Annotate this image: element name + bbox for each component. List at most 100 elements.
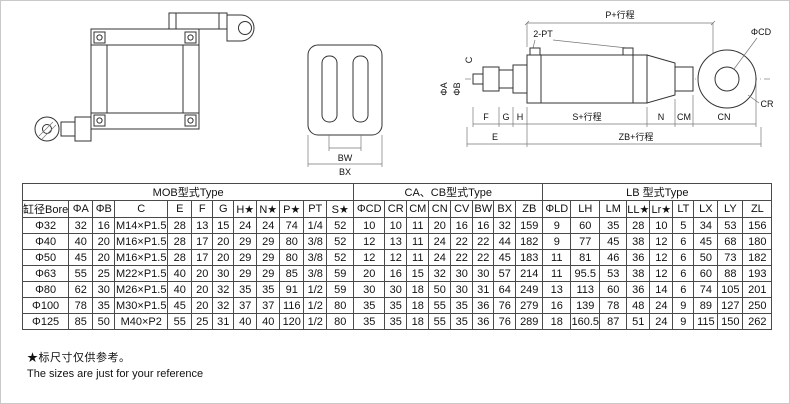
- table-cell: 10: [649, 217, 674, 234]
- table-cell: 55: [428, 313, 452, 330]
- table-cell: 11: [406, 249, 430, 266]
- table-cell: 76: [493, 313, 517, 330]
- table-cell: 20: [353, 265, 386, 282]
- table-cell: 74: [279, 217, 305, 234]
- column-header: CN: [428, 200, 452, 218]
- column-header: LL★: [626, 200, 651, 218]
- table-cell: 3/8: [303, 249, 328, 266]
- table-cell: 25: [191, 313, 214, 330]
- table-cell: 16: [92, 217, 116, 234]
- table-cell: 29: [233, 265, 258, 282]
- table-cell: 85: [279, 265, 305, 282]
- table-cell: 81: [570, 249, 601, 266]
- table-cell: 32: [68, 217, 94, 234]
- table-cell: 139: [570, 297, 601, 314]
- table-cell: 201: [742, 281, 773, 298]
- table-cell: 53: [717, 217, 744, 234]
- table-cell: 51: [626, 313, 651, 330]
- column-header: ΦLD: [542, 200, 572, 218]
- table-cell: 15: [406, 265, 430, 282]
- table-cell: 6: [672, 249, 695, 266]
- table-cell: 20: [92, 249, 116, 266]
- table-cell: 5: [672, 217, 695, 234]
- table-cell: 55: [167, 313, 193, 330]
- table-cell: 16: [384, 265, 408, 282]
- table-cell: 115: [693, 313, 719, 330]
- dim-s-stroke-label: S+行程: [572, 111, 601, 122]
- table-cell: 30: [353, 281, 386, 298]
- table-cell: 77: [570, 233, 601, 250]
- table-cell: 20: [212, 249, 235, 266]
- table-cell: 28: [167, 217, 193, 234]
- table-cell: 20: [212, 233, 235, 250]
- column-header: F: [191, 200, 214, 218]
- table-cell: 36: [626, 281, 651, 298]
- table-cell: 87: [599, 313, 628, 330]
- column-header: 缸径Bore: [21, 200, 70, 218]
- tie-rod-nuts: [93, 31, 197, 127]
- table-cell: 11: [542, 265, 572, 282]
- clevis-hole: [238, 21, 252, 35]
- table-cell: 60: [599, 281, 628, 298]
- column-header: Lr★: [649, 200, 674, 218]
- column-header: P★: [279, 200, 305, 218]
- dim-bw-label: BW: [338, 153, 353, 163]
- dim-f-label: F: [483, 112, 489, 122]
- table-cell: 45: [693, 233, 719, 250]
- table-cell: 180: [742, 233, 773, 250]
- table-cell: 38: [626, 265, 651, 282]
- dim-cm-label: CM: [677, 112, 691, 122]
- table-cell: 35: [384, 313, 408, 330]
- table-cell: 46: [599, 249, 628, 266]
- table-cell: 45: [68, 249, 94, 266]
- table-cell: 40: [167, 281, 193, 298]
- table-cell: 80: [279, 233, 305, 250]
- table-cell: 249: [515, 281, 544, 298]
- table-cell: 1/4: [303, 217, 328, 234]
- table-cell: 30: [92, 281, 116, 298]
- table-cell: 30: [472, 265, 495, 282]
- table-cell: 35: [599, 217, 628, 234]
- table-cell: 40: [68, 233, 94, 250]
- port-cap: [622, 47, 634, 56]
- dim-n-label: N: [658, 112, 665, 122]
- table-cell: 9: [542, 217, 572, 234]
- table-cell: 20: [92, 233, 116, 250]
- table-cell: 78: [599, 297, 628, 314]
- table-cell: 13: [384, 233, 408, 250]
- table-cell: 68: [717, 233, 744, 250]
- table-cell: Φ100: [21, 297, 70, 314]
- diagram-cylinder-front-view: [34, 12, 255, 142]
- table-cell: 29: [256, 265, 281, 282]
- table-cell: Φ40: [21, 233, 70, 250]
- table-cell: 37: [233, 297, 258, 314]
- clevis-eye-hole: [714, 66, 740, 92]
- table-cell: 29: [256, 233, 281, 250]
- table-cell: 12: [353, 233, 386, 250]
- table-cell: 10: [384, 217, 408, 234]
- table-cell: 12: [649, 249, 674, 266]
- table-cell: 59: [326, 281, 355, 298]
- table-cell: 80: [326, 297, 355, 314]
- column-header: C: [114, 200, 169, 218]
- table-cell: 193: [742, 265, 773, 282]
- table-cell: 30: [450, 281, 474, 298]
- table-cell: 52: [326, 233, 355, 250]
- table-cell: 9: [672, 297, 695, 314]
- table-cell: 1/2: [303, 313, 328, 330]
- table-cell: 28: [626, 217, 651, 234]
- table-cell: Φ32: [21, 217, 70, 234]
- footnotes: ★标尺寸仅供参考。 The sizes are just for your re…: [27, 350, 203, 382]
- table-cell: 85: [68, 313, 94, 330]
- table-cell: 22: [450, 233, 474, 250]
- table-cell: 1/2: [303, 281, 328, 298]
- table-cell: 37: [256, 297, 281, 314]
- table-cell: 113: [570, 281, 601, 298]
- table-cell: 91: [279, 281, 305, 298]
- column-header: LY: [717, 200, 744, 218]
